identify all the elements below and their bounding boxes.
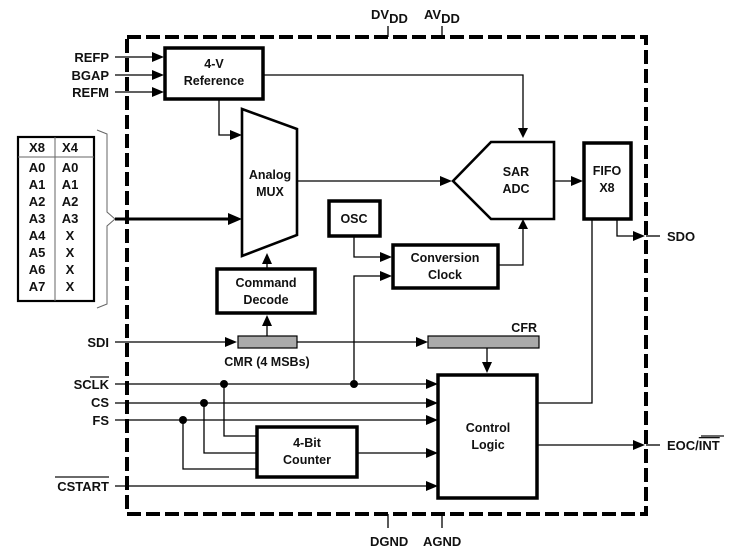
command-decode-block (215, 267, 317, 315)
reference-label-2: Reference (184, 74, 244, 88)
sclk-clock-junction (350, 380, 358, 388)
refm-label: REFM (72, 85, 109, 100)
cmr-to-decode-arrow (262, 315, 272, 326)
control-to-fifo-wire (537, 219, 593, 404)
osc-to-clock-arrow (380, 252, 392, 262)
table-cell: A4 (29, 228, 46, 243)
ref-to-mux-arrow (230, 130, 242, 140)
osc-to-clock-wire (353, 236, 388, 258)
table-header-x4: X4 (62, 140, 79, 155)
refm-arrow (152, 87, 164, 97)
table-cell: A7 (29, 279, 46, 294)
cfr-input-arrow (416, 337, 428, 347)
sclk-to-counter-wire (223, 384, 257, 437)
counter-to-control-arrow (426, 448, 438, 458)
control-logic-block (436, 373, 539, 500)
table-cell: A1 (29, 177, 46, 192)
reference-block (163, 46, 265, 101)
table-cell: A1 (62, 177, 79, 192)
sar-adc-label-2: ADC (502, 182, 529, 196)
mux-label-1: Analog (249, 168, 291, 182)
sclk-arrow (426, 379, 438, 389)
table-cell: X (66, 262, 75, 277)
counter-block (255, 425, 359, 479)
clock-to-sar-wire (498, 225, 524, 266)
sdo-label: SDO (667, 229, 695, 244)
table-cell: X (66, 279, 75, 294)
analog-input-arrow (228, 213, 242, 225)
cfr-to-control-arrow (482, 362, 492, 373)
cmr-register (237, 335, 298, 349)
sdi-label: SDI (87, 335, 109, 350)
bgap-label: BGAP (71, 68, 109, 83)
counter-label-2: Counter (283, 453, 331, 467)
cs-arrow (426, 398, 438, 408)
table-cell: A0 (62, 160, 79, 175)
cstart-label: CSTART (57, 479, 109, 494)
cs-label: CS (91, 395, 109, 410)
sclk-to-clock-arrow (380, 271, 392, 281)
conversion-clock-label-1: Conversion (411, 251, 480, 265)
ref-to-sar-arrow (518, 128, 528, 138)
counter-label-1: 4-Bit (293, 436, 322, 450)
table-cell: A3 (29, 211, 46, 226)
cfr-register (427, 335, 540, 349)
dgnd-label: DGND (370, 534, 408, 549)
table-cell: X (66, 228, 75, 243)
cs-to-counter-wire (203, 403, 257, 454)
decode-to-mux-arrow (262, 253, 272, 264)
analog-mux (240, 107, 299, 258)
refp-arrow (152, 52, 164, 62)
command-decode-label-2: Decode (243, 293, 288, 307)
sclk-label: SCLK (74, 377, 110, 392)
channel-table: X8 X4 A0 A0 A1 A1 A2 A2 A3 A3 A4 X A5 X … (16, 135, 96, 303)
eoc-int-label: EOC/INT (667, 438, 720, 453)
avdd-label: AVDD (424, 7, 460, 26)
sar-adc-label-1: SAR (503, 165, 529, 179)
cmr-label: CMR (4 MSBs) (224, 355, 309, 369)
table-cell: X (66, 245, 75, 260)
fs-arrow (426, 415, 438, 425)
fifo-label-1: FIFO (593, 164, 622, 178)
table-cell: A2 (29, 194, 46, 209)
sdo-arrow (633, 231, 645, 241)
refp-label: REFP (74, 50, 109, 65)
mux-label-2: MUX (256, 185, 284, 199)
fifo-to-sdo-wire (616, 219, 640, 237)
table-cell: A6 (29, 262, 46, 277)
fs-to-counter-wire (182, 420, 257, 470)
clock-to-sar-arrow (518, 219, 528, 229)
table-cell: A2 (62, 194, 79, 209)
conversion-clock-block (391, 243, 500, 290)
sclk-to-clock-wire (353, 275, 388, 384)
eoc-arrow (633, 440, 645, 450)
command-decode-label-1: Command (235, 276, 296, 290)
table-header-x8: X8 (29, 140, 45, 155)
fifo-block (582, 141, 633, 221)
dvdd-label: DVDD (371, 7, 408, 26)
osc-label: OSC (340, 212, 367, 226)
sdi-arrow (225, 337, 237, 347)
fifo-label-2: X8 (599, 181, 614, 195)
table-cell: A5 (29, 245, 46, 260)
sar-adc (451, 140, 556, 221)
table-cell: A0 (29, 160, 46, 175)
channel-brace (96, 129, 116, 309)
ref-to-sar-wire (263, 74, 524, 132)
cstart-arrow (426, 481, 438, 491)
ref-to-mux-wire (218, 99, 238, 136)
cfr-label: CFR (511, 321, 537, 335)
sar-to-fifo-arrow (571, 176, 583, 186)
control-logic-label-1: Control (466, 421, 510, 435)
mux-to-sar-arrow (440, 176, 452, 186)
agnd-label: AGND (423, 534, 461, 549)
bgap-arrow (152, 70, 164, 80)
chip-boundary (125, 35, 648, 516)
conversion-clock-label-2: Clock (428, 268, 462, 282)
table-cell: A3 (62, 211, 79, 226)
fs-label: FS (92, 413, 109, 428)
control-logic-label-2: Logic (471, 438, 504, 452)
reference-label-1: 4-V (204, 57, 224, 71)
